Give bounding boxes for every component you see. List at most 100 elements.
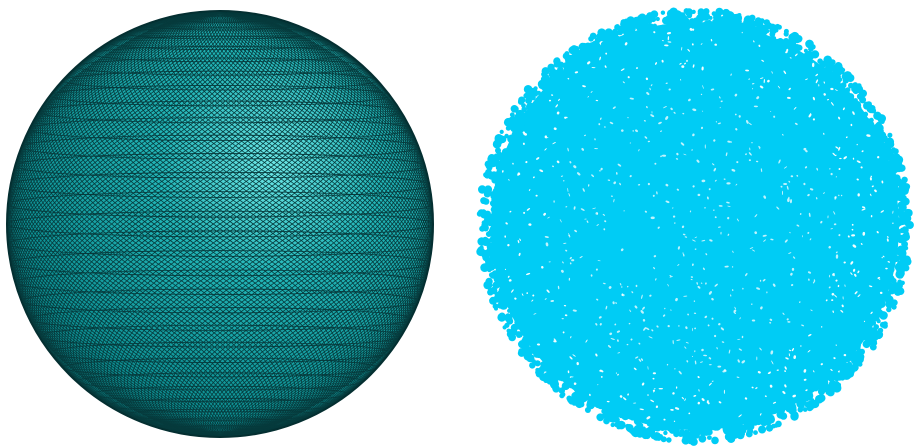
- particle-gap: [808, 113, 812, 118]
- particle-gap: [857, 193, 860, 197]
- mesh-diagonal-line: [16, 11, 243, 314]
- particle: [887, 255, 895, 262]
- particle: [600, 44, 607, 51]
- particle-gap: [811, 62, 815, 68]
- particle: [671, 26, 677, 32]
- particle-gap: [576, 362, 579, 366]
- particle: [579, 47, 587, 55]
- mesh-diagonal-line: [35, 74, 279, 437]
- particle-gap: [571, 259, 575, 262]
- particle-gap: [723, 178, 726, 180]
- particle-gap: [604, 126, 606, 128]
- particle-gap: [648, 336, 653, 339]
- mesh-diagonal-line: [56, 11, 310, 412]
- particle-gap: [803, 369, 807, 373]
- particle-gap: [748, 122, 752, 126]
- particle: [487, 289, 494, 296]
- particle-gap: [640, 310, 644, 314]
- particle-gap: [562, 261, 564, 264]
- particle-gap: [629, 142, 632, 144]
- particle: [892, 255, 900, 262]
- particle-gap: [643, 120, 646, 122]
- particle-gap: [698, 389, 700, 392]
- particle-gap: [612, 106, 616, 109]
- particle: [797, 402, 805, 410]
- particle-gap: [647, 394, 649, 396]
- particle-gap: [685, 341, 689, 344]
- particle-gap: [711, 297, 714, 301]
- particle-gap: [718, 96, 721, 99]
- particle: [844, 355, 852, 363]
- particle: [514, 320, 520, 325]
- particle-gap: [689, 210, 692, 213]
- particle-gap: [523, 211, 526, 214]
- particle: [584, 407, 591, 413]
- particle: [803, 48, 808, 53]
- particle-gap: [720, 327, 724, 331]
- particle-gap: [667, 36, 670, 41]
- particle-gap: [552, 141, 556, 145]
- particle-gap: [564, 116, 567, 119]
- particle-gap: [699, 361, 704, 363]
- particle-gap: [709, 357, 712, 360]
- particle-gap: [591, 67, 596, 69]
- particle-gap: [745, 69, 750, 72]
- particle-gap: [783, 70, 787, 75]
- particle-gap: [635, 67, 639, 69]
- particle-gap: [701, 398, 705, 402]
- mesh-diagonal-line: [10, 11, 229, 284]
- particle-gap: [892, 210, 894, 214]
- mesh-diagonal-line: [7, 11, 221, 233]
- particle: [521, 337, 530, 347]
- particle-gap: [633, 402, 637, 404]
- particle-gap: [787, 321, 791, 323]
- particle-gap: [528, 223, 532, 226]
- particle: [883, 284, 888, 290]
- particle-gap: [694, 360, 697, 365]
- particle-gap: [704, 207, 706, 209]
- particle-gap: [653, 267, 656, 270]
- particle: [898, 211, 907, 220]
- particle: [518, 96, 526, 104]
- particle-gap: [599, 323, 602, 326]
- particle-gap: [543, 212, 546, 216]
- particle: [701, 12, 711, 21]
- particle-gap: [563, 180, 565, 182]
- mesh-diagonal-line: [205, 147, 427, 437]
- particle-gap: [701, 110, 704, 112]
- particle-gap: [686, 360, 689, 363]
- mesh-diagonal-line: [219, 270, 428, 437]
- particle: [901, 176, 908, 183]
- particle: [870, 333, 876, 340]
- particle-gap: [807, 193, 810, 197]
- particle: [634, 430, 639, 435]
- particle-gap: [680, 78, 682, 81]
- particle-gap: [869, 177, 872, 181]
- particle: [882, 290, 891, 300]
- particle: [523, 85, 533, 94]
- particle-gap: [694, 248, 697, 250]
- particle: [887, 160, 892, 165]
- mesh-diagonal-line: [117, 14, 373, 437]
- particle: [504, 133, 509, 139]
- particle: [874, 112, 881, 119]
- particle-gap: [632, 130, 634, 132]
- particle-gap: [783, 166, 788, 169]
- particle-gap: [628, 322, 631, 325]
- particle-gap: [613, 198, 615, 203]
- particle-gap: [609, 332, 613, 336]
- particle-gap: [674, 222, 676, 224]
- particle: [589, 32, 597, 40]
- particle: [748, 15, 754, 21]
- particle: [712, 421, 722, 431]
- mesh-diagonal-line: [46, 11, 296, 395]
- particle: [509, 141, 518, 150]
- particle: [503, 289, 509, 294]
- particle: [588, 49, 594, 55]
- particle-gap: [651, 329, 654, 332]
- particle-gap: [587, 61, 591, 65]
- particle: [815, 383, 821, 389]
- particle: [765, 424, 774, 432]
- particle-gap: [647, 182, 651, 186]
- particle-gap: [647, 140, 651, 143]
